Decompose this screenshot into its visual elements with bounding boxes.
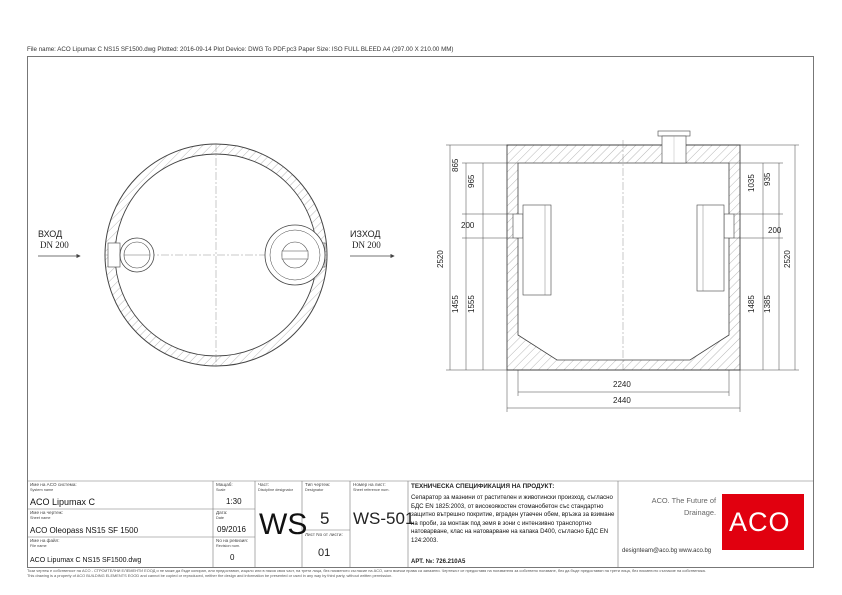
part-value: WS <box>259 508 308 541</box>
aco-logo: ACO <box>722 494 804 550</box>
dim-200-left: 200 <box>461 221 475 230</box>
date-label: Дата: <box>216 510 228 515</box>
date-value: 09/2016 <box>217 525 246 534</box>
outlet-label: ИЗХОД <box>350 229 381 239</box>
plan-view <box>38 143 395 367</box>
date-label-en: Date <box>216 516 225 520</box>
type-label-en: Designator <box>305 488 324 492</box>
dim-2440: 2440 <box>613 396 631 405</box>
sheet-label-en: Sheet name <box>30 516 51 520</box>
footer-line-en: This drawing is a property of ACO BUILDI… <box>27 573 393 578</box>
file-info-header: File name: ACO Lipumax C NS15 SF1500.dwg… <box>27 46 454 53</box>
drawing-frame <box>27 56 814 568</box>
spec-text: Сепаратор за мазнини от растителен и жив… <box>411 494 615 544</box>
sheet-value: ACO Oleopass NS15 SF 1500 <box>30 526 139 535</box>
scale-value: 1:30 <box>226 497 242 506</box>
part-label: Част: <box>258 482 270 487</box>
rev-value: 0 <box>230 553 235 562</box>
system-label: Име на ACO система: <box>30 482 77 487</box>
type-value: 5 <box>320 509 330 528</box>
inlet-dn: DN 200 <box>40 240 69 250</box>
system-value: ACO Lipumax C <box>30 497 96 507</box>
file-label: Име на файл: <box>30 538 60 543</box>
type-label: Тип чертеж: <box>305 482 331 487</box>
scale-label: Мащаб: <box>216 482 233 487</box>
part-label-en: Discipline designator <box>258 488 294 492</box>
ref-value: WS-501 <box>353 509 415 528</box>
art-number: АРТ. №: 726.210А5 <box>411 559 466 565</box>
section-view <box>446 130 799 412</box>
aco-tagline: ACO. The Future of Drainage. <box>651 496 716 517</box>
dim-2240: 2240 <box>613 380 631 389</box>
file-value: ACO Lipumax C NS15 SF1500.dwg <box>30 557 142 564</box>
outlet-dn: DN 200 <box>352 240 381 250</box>
inlet-label: ВХОД <box>38 229 63 239</box>
file-label-en: File name <box>30 544 47 548</box>
rev-label-en: Revision num. <box>216 544 241 548</box>
footer-line-bg: Този чертеж е собственост на ACO - СТРОИ… <box>27 568 706 573</box>
ref-label: Номер на лист: <box>353 482 386 487</box>
system-label-en: System name <box>30 488 54 492</box>
rev-label: No на ревизия: <box>216 538 249 543</box>
spec-title: ТЕХНИЧЕСКА СПЕЦИФИКАЦИЯ НА ПРОДУКТ: <box>411 483 555 490</box>
scale-label-en: Scale <box>216 488 226 492</box>
sheetno-value: 01 <box>318 547 331 559</box>
copyright-footer: Този чертеж е собственост на ACO - СТРОИ… <box>27 568 807 578</box>
contact-info: designteam@aco.bg www.aco.bg <box>622 548 712 554</box>
sheetno-label: Лист No от листи: <box>305 532 343 537</box>
dim-200-right: 200 <box>768 226 782 235</box>
sheet-label: Име на чертеж: <box>30 510 63 515</box>
ref-label-en: Sheet reference num. <box>353 488 390 492</box>
